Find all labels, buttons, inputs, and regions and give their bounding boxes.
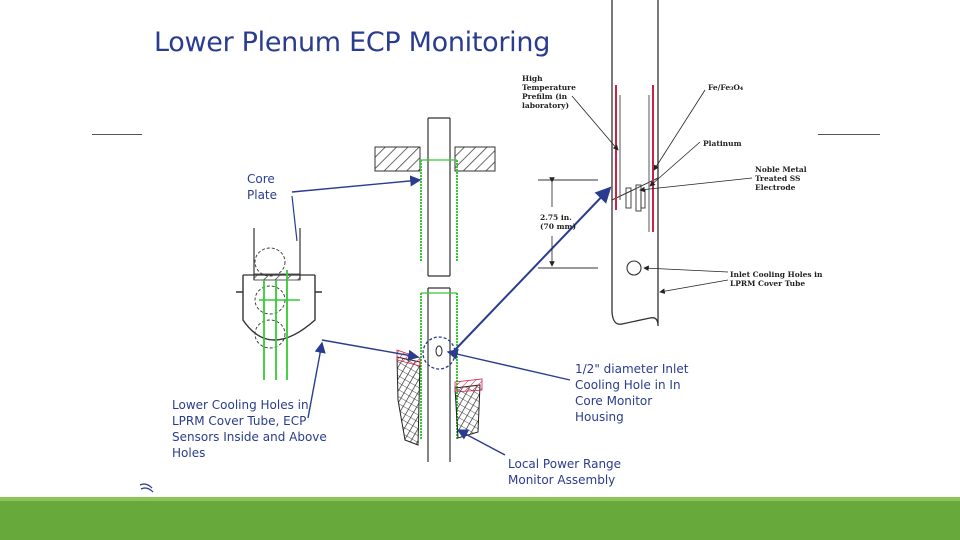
footer-bar <box>0 497 960 540</box>
callout-arrows <box>291 175 612 456</box>
footer-bar-highlight <box>0 497 960 501</box>
inlet-cooling-hole-label: 1/2" diameter Inlet Cooling Hole in In C… <box>575 362 689 424</box>
dimension-label: 2.75 in. (70 mm) <box>540 213 577 231</box>
detail-inset-drawing <box>538 0 753 327</box>
inlet-holes-lprm-label: Inlet Cooling Holes in LPRM Cover Tube <box>730 270 823 288</box>
support-castings <box>396 349 483 446</box>
platinum-label: Platinum <box>703 139 742 148</box>
upper-monitor-tube <box>420 117 458 277</box>
high-temp-prefilm-label: High Temperature Prefilm (in laboratory) <box>522 74 576 110</box>
noble-metal-label: Noble Metal Treated SS Electrode <box>755 165 807 192</box>
core-plate-drawing <box>374 146 496 172</box>
local-power-range-label: Local Power Range Monitor Assembly <box>508 457 622 487</box>
core-plate-label: Core Plate <box>247 172 278 202</box>
fuel-support-drawing <box>236 228 322 380</box>
lower-cooling-holes-label: Lower Cooling Holes in LPRM Cover Tube, … <box>172 398 327 460</box>
left-divider-rule <box>92 134 142 135</box>
lower-monitor-tube <box>420 287 458 462</box>
right-divider-rule <box>818 134 880 135</box>
corner-logo-mark <box>139 483 154 493</box>
slide-title: Lower Plenum ECP Monitoring <box>154 27 551 58</box>
fe-fe3o4-label: Fe/Fe₃O₄ <box>708 83 744 92</box>
